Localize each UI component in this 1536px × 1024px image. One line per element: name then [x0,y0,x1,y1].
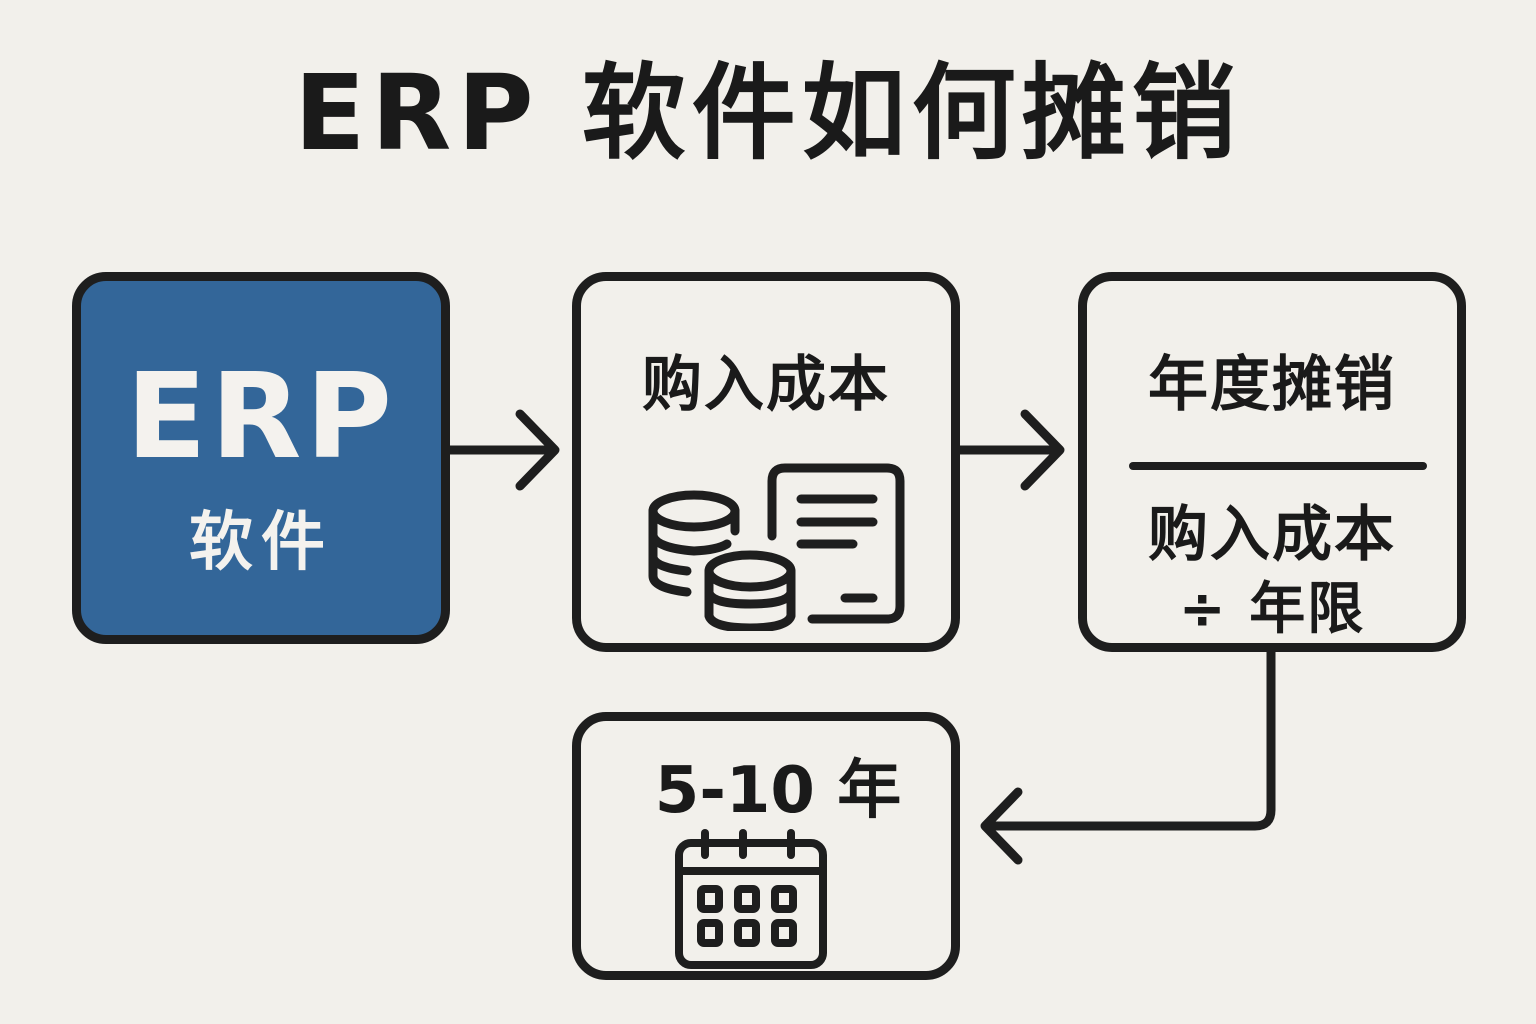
annual-amortization-node: 年度摊销 购入成本 ÷ 年限 [1078,272,1466,652]
fraction-line [1129,462,1427,470]
coins-and-invoice-icon [648,463,905,631]
annual-amortization-label: 年度摊销 [1148,350,1396,420]
arrow-annual-to-years [980,647,1276,865]
useful-life-label: 5-10 年 [654,754,902,828]
page-title: ERP 软件如何摊销 [294,52,1242,174]
purchase-cost-label: 购入成本 [642,350,890,420]
useful-life-node: 5-10 年 [572,712,960,980]
purchase-cost-node: 购入成本 [572,272,960,652]
erp-software-node: ERP 软件 [72,272,450,644]
software-label: 软件 [189,506,333,580]
arrow-cost-to-annual [955,409,1065,491]
calendar-icon [675,829,827,969]
formula-denominator: ÷ 年限 [1178,577,1366,642]
formula-numerator: 购入成本 [1148,500,1396,570]
erp-label: ERP [126,347,396,485]
arrow-erp-to-cost [445,409,560,491]
